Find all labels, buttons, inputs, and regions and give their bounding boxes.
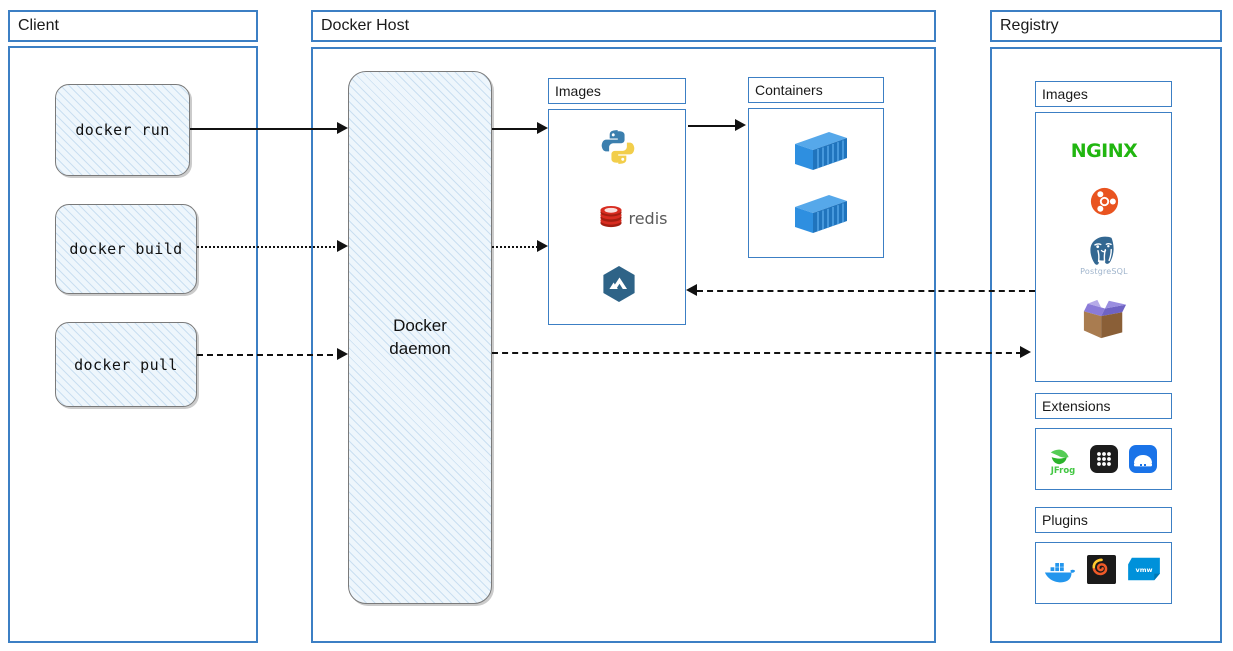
nginx-logo: NGINX: [1060, 139, 1148, 163]
registry-extensions-header: Extensions: [1035, 393, 1172, 419]
connector-daemon-to-images: [492, 128, 542, 130]
client-panel-header: Client: [8, 10, 258, 42]
docker-daemon-box[interactable]: Docker daemon: [348, 71, 492, 604]
docker-host-panel-header: Docker Host: [311, 10, 936, 42]
docker-host-panel-title: Docker Host: [321, 17, 410, 34]
arrowhead-daemon-to-images: [537, 122, 548, 134]
arrowhead-daemon-to-images-build: [537, 240, 548, 252]
arrowhead-daemon-to-registry: [1020, 346, 1031, 358]
host-images-header: Images: [548, 78, 686, 104]
jfrog-logo: JFrog: [1046, 443, 1080, 477]
command-box-docker-run[interactable]: docker run: [55, 84, 190, 176]
grid-dots-icon: [1090, 445, 1118, 473]
command-box-docker-pull[interactable]: docker pull: [55, 322, 197, 407]
containers-body: [748, 108, 884, 258]
container-box-2: [790, 190, 850, 238]
redis-label: redis: [628, 208, 668, 228]
container-box-1: [790, 127, 850, 175]
docker-daemon-line1: Docker: [393, 315, 447, 335]
vmware-logo: vmw: [1124, 554, 1164, 584]
registry-extensions-title: Extensions: [1042, 398, 1111, 414]
connector-daemon-to-registry: [492, 352, 1022, 354]
command-label-docker-build: docker build: [69, 240, 183, 258]
connector-run-to-daemon: [190, 128, 342, 130]
connector-build-to-daemon: [197, 246, 343, 248]
client-panel-title: Client: [18, 17, 59, 34]
connector-registry-to-images: [697, 290, 1035, 292]
command-label-docker-pull: docker pull: [74, 355, 178, 374]
nginx-label: NGINX: [1070, 140, 1138, 162]
docker-whale-logo: [1043, 557, 1077, 587]
postgresql-label: PostgreSQL: [1080, 266, 1128, 276]
connector-images-to-containers: [688, 125, 740, 127]
python-logo: [597, 126, 639, 168]
arrowhead-registry-to-images: [686, 284, 697, 296]
docker-daemon-label: Docker daemon: [389, 315, 450, 361]
docker-daemon-line2: daemon: [389, 338, 451, 358]
registry-panel-header: Registry: [990, 10, 1222, 42]
redis-logo: redis: [588, 203, 678, 233]
arrowhead-pull-to-daemon: [337, 348, 348, 360]
postgresql-logo: PostgreSQL: [1080, 232, 1128, 278]
arrowhead-images-to-containers: [735, 119, 746, 131]
vmware-label: vmw: [1135, 566, 1152, 574]
command-label-docker-run: docker run: [75, 121, 170, 139]
ubuntu-logo: [1089, 186, 1119, 216]
grafana-logo: [1086, 554, 1116, 584]
registry-plugins-header: Plugins: [1035, 507, 1172, 533]
arrowhead-build-to-daemon: [337, 240, 348, 252]
containers-header: Containers: [748, 77, 884, 103]
containers-title: Containers: [755, 82, 823, 98]
registry-panel-title: Registry: [1000, 17, 1059, 34]
host-images-title: Images: [555, 83, 601, 99]
connector-daemon-to-images-build: [492, 246, 542, 248]
blue-app-icon: [1129, 445, 1157, 473]
registry-images-header: Images: [1035, 81, 1172, 107]
registry-images-title: Images: [1042, 86, 1088, 102]
package-box: [1077, 295, 1133, 343]
connector-pull-to-daemon: [197, 354, 343, 356]
command-box-docker-build[interactable]: docker build: [55, 204, 197, 294]
alpine-logo: [598, 263, 640, 305]
arrowhead-run-to-daemon: [337, 122, 348, 134]
registry-plugins-title: Plugins: [1042, 512, 1088, 528]
svg-text:JFrog: JFrog: [1050, 465, 1075, 475]
